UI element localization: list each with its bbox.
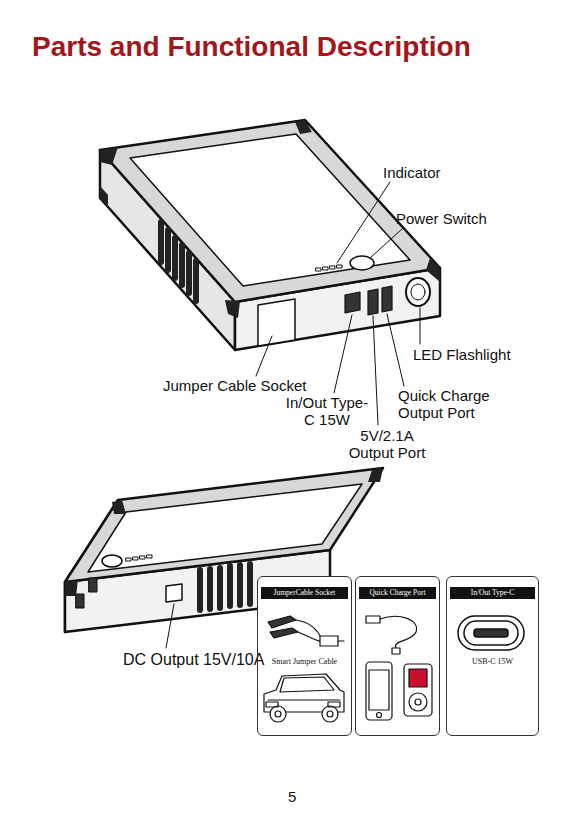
dc-output-socket: [166, 584, 182, 602]
panel-caption: Smart Jumper Cable: [258, 657, 351, 667]
part-label: Quick Charge Output Port: [398, 387, 498, 421]
side-port: [89, 578, 97, 592]
usb-c-icon: [458, 616, 524, 650]
jumper-socket: [258, 299, 295, 346]
top-face: [100, 120, 440, 302]
media-player-icon: [404, 664, 432, 716]
part-label: Jumper Cable Socket: [163, 377, 306, 394]
grip-ribs: [200, 564, 250, 610]
jumper-cable-icon: [268, 616, 344, 646]
part-label: 5: [288, 788, 296, 805]
part-label: DC Output 15V/10A: [123, 651, 264, 669]
panel-ground: [446, 576, 536, 736]
usb-port: [368, 289, 378, 315]
indicator-leds: [316, 265, 342, 271]
feature-panel: Quick Charge Port: [355, 576, 440, 736]
part-label: In/Out Type-C 15W: [283, 394, 371, 428]
phone-icon: [366, 662, 392, 720]
panel-heading: JumperCable Socket: [261, 587, 348, 599]
usb-port: [382, 286, 392, 312]
corner-bumpers: [100, 120, 440, 318]
feature-panel: In/Out Type-C USB-C 15W: [446, 576, 539, 736]
panel-ground: [355, 576, 440, 736]
top-panel: [130, 134, 410, 286]
part-label: Power Switch: [396, 210, 487, 227]
indicator-leds: [126, 555, 152, 561]
usb-cable-icon: [366, 616, 417, 654]
feature-panel: JumperCable SocketSmart Jumper Cable: [257, 576, 352, 736]
top-panel: [88, 484, 362, 572]
part-label: LED Flashlight: [413, 346, 511, 363]
panel-ground: [257, 576, 349, 736]
panel-heading: Quick Charge Port: [359, 587, 436, 599]
car-icon: [264, 674, 344, 722]
panel-caption: USB-C 15W: [447, 657, 538, 667]
page-title: Parts and Functional Description: [32, 33, 471, 61]
leader-line: [166, 604, 174, 648]
top-face: [65, 468, 383, 582]
power-switch: [102, 555, 122, 567]
panel-heading: In/Out Type-C: [450, 587, 535, 599]
flashlight-lens: [411, 284, 425, 300]
flashlight-lens: [406, 278, 430, 306]
side-port: [76, 594, 84, 608]
part-label: 5V/2.1A Output Port: [343, 427, 431, 461]
grip-ribs: [161, 222, 196, 301]
type-c-port: [345, 292, 360, 313]
part-label: Indicator: [383, 164, 441, 181]
